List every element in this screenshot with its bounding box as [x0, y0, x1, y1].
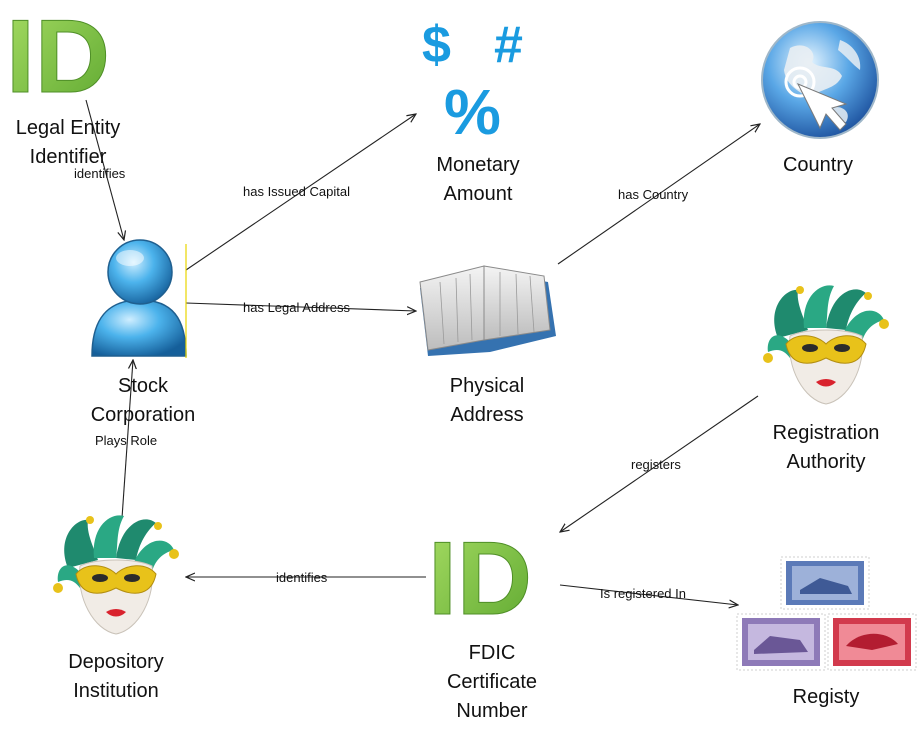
edge-plays-role: Plays Role — [95, 360, 157, 519]
node-label-line1: Depository — [68, 651, 164, 673]
edge-registers: registers — [560, 395, 759, 532]
node-label-line1: Legal Entity — [16, 117, 121, 139]
node-label-line1: Physical — [450, 375, 524, 397]
person-icon — [91, 239, 187, 358]
node-label-line1: Registration — [773, 422, 880, 444]
edge-has-country: has Country — [557, 124, 760, 265]
node-registry[interactable]: Registy — [736, 556, 917, 708]
edge-is-registered-in: Is registered In — [559, 584, 738, 605]
node-label-line2: Institution — [73, 680, 159, 702]
node-label-line2: Certificate — [447, 671, 537, 693]
edge-label: has Legal Address — [243, 300, 350, 315]
node-depository-institution[interactable]: Depository Institution — [52, 514, 180, 702]
svg-text:ID: ID — [6, 0, 110, 115]
node-label-line1: FDIC — [469, 642, 516, 664]
node-label-line1: Country — [783, 154, 853, 176]
jester-mask-icon — [52, 514, 180, 635]
edge-label: Plays Role — [95, 433, 157, 448]
stamps-icon — [736, 556, 917, 671]
edge-identifies-lei: identifies — [74, 99, 126, 240]
edge-label: identifies — [74, 166, 126, 181]
edge-label: Is registered In — [600, 586, 686, 601]
node-label-line1: Stock — [118, 375, 169, 397]
edge-label: registers — [631, 457, 681, 472]
node-label-line1: Registy — [793, 686, 860, 708]
node-fdic-certificate-number[interactable]: ID FDIC Certificate Number — [428, 521, 538, 723]
node-country[interactable]: Country — [761, 21, 879, 176]
edge-label: has Country — [618, 187, 689, 202]
node-label-line3: Number — [456, 700, 527, 722]
node-label-line1: Monetary — [436, 154, 519, 176]
node-monetary-amount[interactable]: $ # % Monetary Amount — [422, 16, 523, 205]
svg-text:$: $ — [422, 16, 451, 74]
edge-has-legal-address: has Legal Address — [185, 300, 416, 315]
node-stock-corporation[interactable]: Stock Corporation — [91, 239, 196, 426]
node-legal-entity-identifier[interactable]: ID Legal Entity Identifier — [6, 0, 121, 168]
node-label-line2: Address — [450, 404, 523, 426]
svg-text:ID: ID — [428, 521, 532, 637]
svg-text:#: # — [494, 16, 523, 74]
node-label-line2: Corporation — [91, 404, 196, 426]
edge-identifies-fdic: identifies — [186, 570, 426, 585]
edge-has-issued-capital: has Issued Capital — [185, 114, 416, 271]
edge-label: has Issued Capital — [243, 184, 350, 199]
id-icon: ID — [428, 521, 533, 638]
edge-label: identifies — [276, 570, 328, 585]
svg-text:%: % — [444, 76, 501, 148]
jester-mask-icon — [762, 284, 890, 405]
globe-icon — [761, 21, 879, 139]
node-label-line2: Amount — [444, 183, 513, 205]
node-registration-authority[interactable]: Registration Authority — [762, 284, 890, 473]
currency-symbols-icon: $ # % — [422, 16, 523, 148]
node-label-line2: Authority — [787, 451, 866, 473]
book-icon — [419, 265, 556, 356]
node-physical-address[interactable]: Physical Address — [419, 265, 556, 426]
id-icon: ID — [6, 0, 111, 116]
node-label-line2: Identifier — [30, 146, 107, 168]
